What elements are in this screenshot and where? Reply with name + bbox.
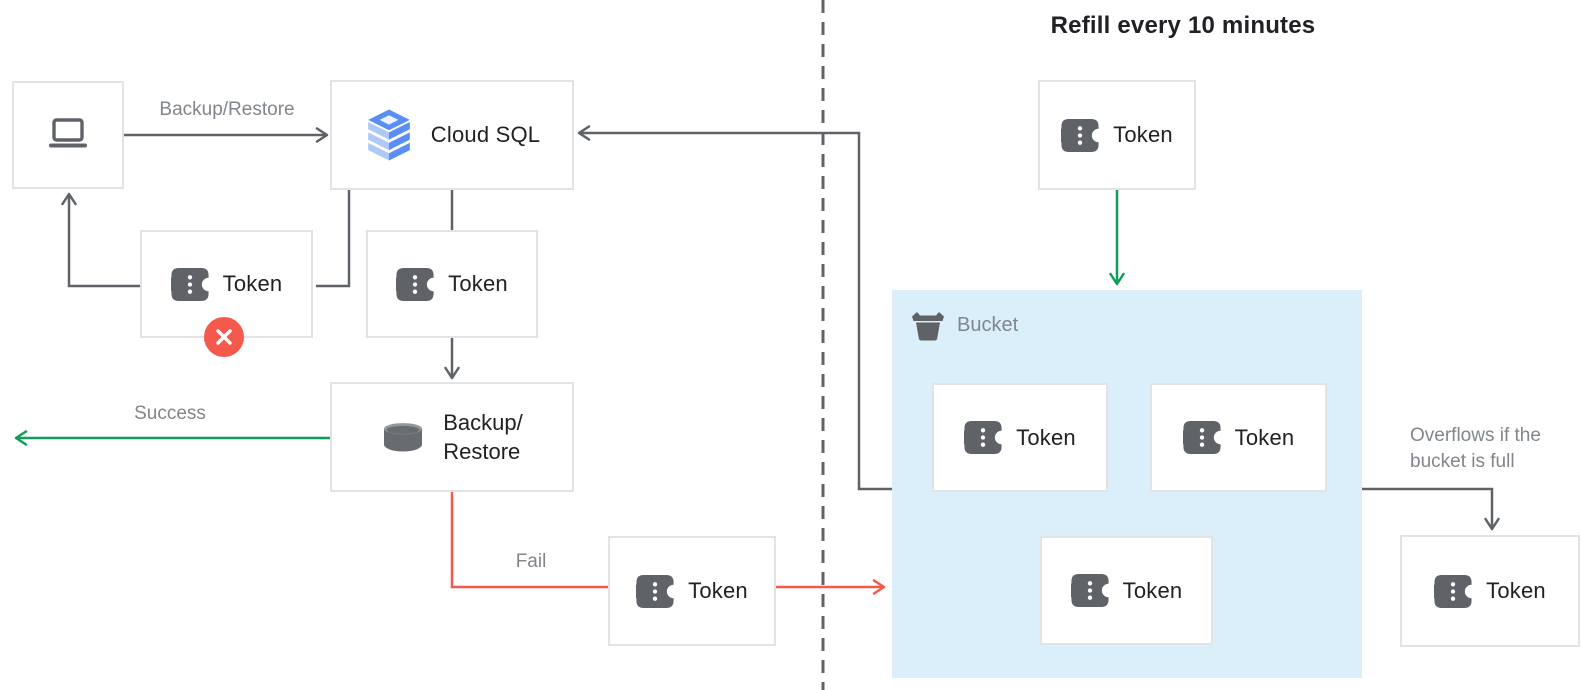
token-node-overflow: Token	[1400, 535, 1580, 647]
token-node-bucket-3: Token	[1040, 536, 1213, 645]
token-ticket-icon	[396, 267, 434, 301]
bucket-icon	[912, 312, 944, 341]
overflow-note: Overflows if the bucket is full	[1410, 423, 1580, 475]
token-node-request: Token	[366, 230, 538, 338]
success-edge-label: Success	[134, 403, 206, 424]
token-label: Token	[688, 578, 748, 603]
token-ticket-icon	[636, 574, 674, 608]
token-label: Token	[448, 271, 508, 296]
database-icon	[384, 422, 423, 451]
backup-restore-edge-label: Backup/Restore	[159, 99, 295, 120]
token-ticket-icon	[1070, 574, 1109, 607]
fail-edge-label: Fail	[515, 551, 547, 572]
token-node-rejected: Token	[140, 230, 313, 338]
refill-title: Refill every 10 minutes	[1050, 12, 1316, 39]
token-label: Token	[1486, 578, 1546, 603]
token-label: Token	[1122, 577, 1183, 603]
backup-restore-label: Backup/ Restore	[443, 408, 523, 466]
x-circle-icon	[204, 317, 244, 357]
laptop-icon	[49, 118, 87, 148]
bucket-to-cloudsql-arrow	[577, 125, 892, 491]
overflow-note-line2: bucket is full	[1410, 451, 1515, 472]
token-node-bucket-1: Token	[932, 383, 1108, 492]
token-ticket-icon	[964, 421, 1002, 454]
token-label: Token	[1016, 424, 1076, 450]
bucket-header: Bucket	[910, 310, 1018, 341]
token-ticket-icon	[1061, 118, 1099, 152]
token-label: Token	[1234, 424, 1295, 450]
token-to-client-arrow	[61, 192, 140, 288]
backup-restore-label-line1: Backup/	[443, 410, 523, 435]
overflow-note-line1: Overflows if the	[1410, 425, 1541, 446]
cloud-sql-node: Cloud SQL	[330, 80, 574, 190]
token-label: Token	[1113, 122, 1173, 147]
client-node	[12, 81, 124, 189]
token-ticket-icon	[170, 267, 209, 301]
cloud-sql-label: Cloud SQL	[430, 122, 541, 147]
overflow-arrow	[1362, 487, 1500, 531]
cloud-sql-icon	[367, 108, 410, 160]
bucket-label: Bucket	[957, 314, 1019, 336]
cloudsql-to-token-elbow-line	[316, 190, 351, 288]
token-ticket-icon	[1434, 574, 1472, 608]
token-node-failed: Token	[608, 536, 776, 646]
backup-restore-node: Backup/ Restore	[330, 382, 574, 492]
token-node-bucket-2: Token	[1150, 383, 1327, 492]
token-node-refill: Token	[1038, 80, 1196, 190]
backup-restore-label-line2: Restore	[443, 439, 521, 464]
token-ticket-icon	[1182, 421, 1221, 454]
token-label: Token	[222, 271, 283, 296]
